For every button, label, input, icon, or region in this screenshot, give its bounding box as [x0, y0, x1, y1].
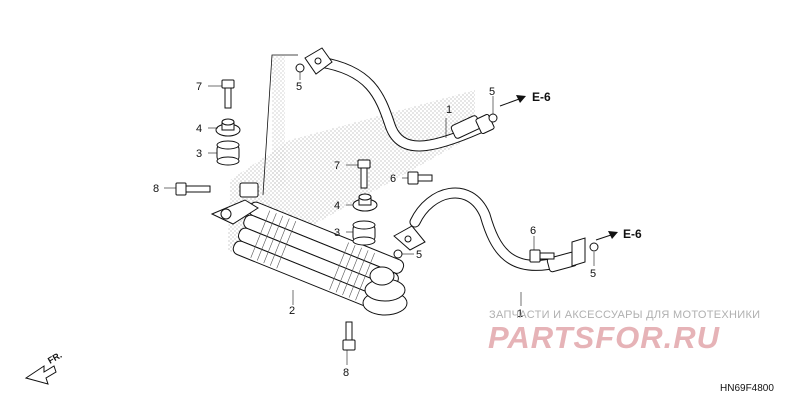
watermark-brand: PARTSFOR.RU: [488, 320, 721, 355]
front-direction-marker: FR.: [24, 350, 64, 385]
bolt-7-mid: [357, 159, 371, 189]
callout-6-lower: 6: [530, 225, 536, 237]
reference-e6-upper: E-6: [532, 90, 551, 104]
washer-5-top: [295, 63, 305, 73]
rubber-3-mid: [352, 220, 376, 246]
bolt-6-lower: [529, 249, 555, 263]
callout-8-side: 8: [153, 183, 159, 195]
bolt-7-left: [221, 79, 235, 109]
callout-5-mid: 5: [416, 249, 422, 261]
collar-4-left: [215, 118, 241, 137]
callout-7-mid: 7: [334, 160, 340, 172]
reference-arrow-lower: E-6: [595, 227, 642, 241]
washer-5-upper-right: [488, 113, 498, 123]
bolt-8-side: [175, 182, 211, 196]
front-label: FR.: [46, 350, 64, 366]
washer-5-mid: [393, 249, 403, 259]
oil-hose-upper: [304, 47, 495, 152]
bolt-6-upper: [407, 171, 433, 185]
leader-lines: [164, 72, 595, 365]
callout-4-left: 4: [196, 123, 202, 135]
callout-5-upper-right: 5: [489, 86, 495, 98]
bolt-8-bottom: [342, 321, 356, 351]
rubber-3-left: [216, 140, 240, 166]
callout-8-bottom: 8: [343, 367, 349, 379]
callout-7-left: 7: [196, 81, 202, 93]
callout-5-top: 5: [296, 81, 302, 93]
callout-3-mid: 3: [334, 227, 340, 239]
callout-5-lower-right: 5: [590, 268, 596, 280]
callout-4-mid: 4: [334, 200, 340, 212]
diagram-code: HN69F4800: [720, 383, 774, 394]
callout-3-left: 3: [196, 148, 202, 160]
bracket-line: [262, 54, 298, 196]
callout-6-upper: 6: [390, 173, 396, 185]
washer-5-lower-right: [589, 242, 599, 252]
reference-e6-lower: E-6: [623, 227, 642, 241]
reference-arrow-upper: E-6: [499, 90, 551, 107]
stipple-zone-top: [272, 55, 285, 190]
callout-1-lower: 1: [517, 308, 523, 320]
callout-2-cooler: 2: [289, 305, 295, 317]
oil-cooler: [210, 182, 408, 316]
callout-1-upper: 1: [446, 104, 452, 116]
watermark-tagline: ЗАПЧАСТИ И АКСЕССУАРЫ ДЛЯ МОТОТЕХНИКИ: [489, 309, 760, 321]
oil-hose-lower: [393, 187, 586, 273]
